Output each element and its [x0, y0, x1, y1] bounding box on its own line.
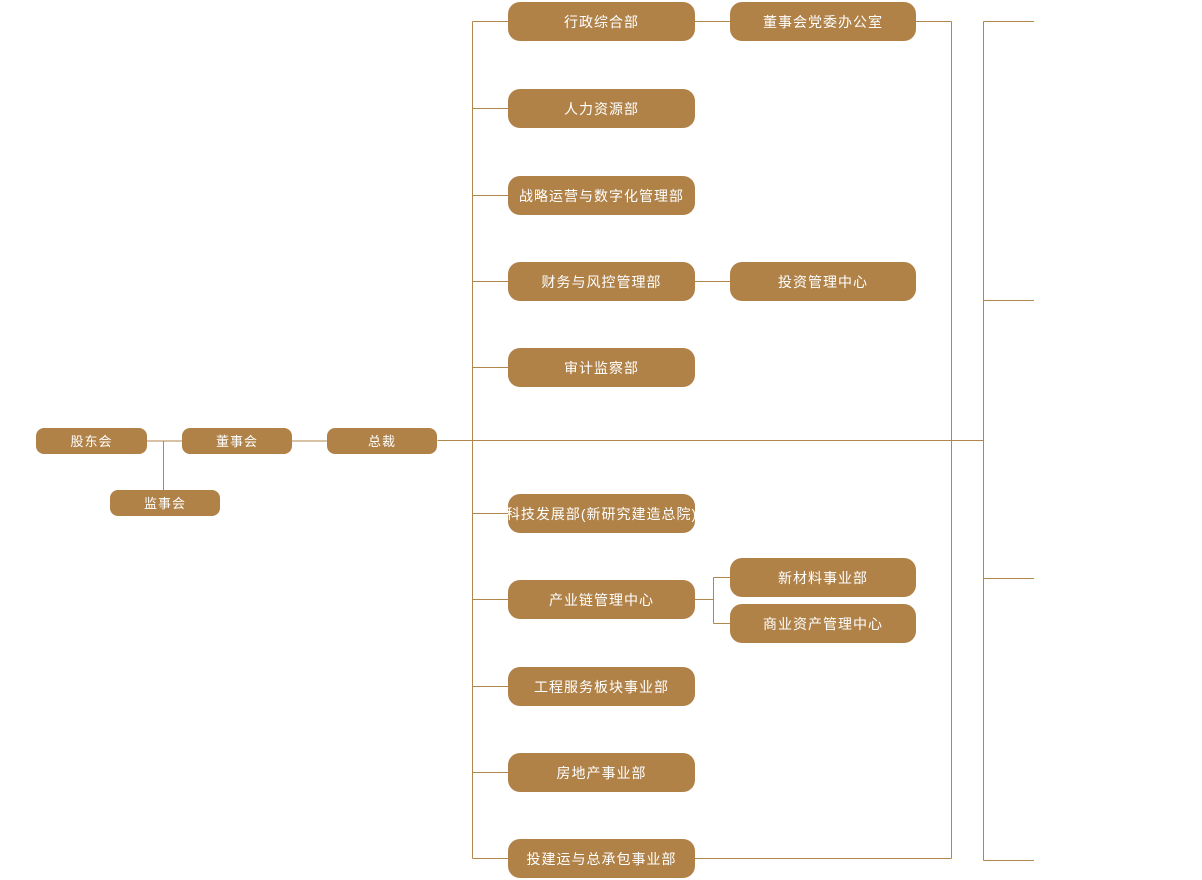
- org-node-investment-epc: 投建运与总承包事业部: [508, 839, 695, 878]
- org-node-party-office: 董事会党委办公室: [730, 2, 916, 41]
- org-node-industry-chain: 产业链管理中心: [508, 580, 695, 619]
- org-node-new-materials: 新材料事业部: [730, 558, 916, 597]
- org-node-investment-center: 投资管理中心: [730, 262, 916, 301]
- org-node-strategy-digital: 战略运营与数字化管理部: [508, 176, 695, 215]
- org-node-shareholders: 股东会: [36, 428, 147, 454]
- org-node-finance-risk: 财务与风控管理部: [508, 262, 695, 301]
- org-node-tech-development: 科技发展部(新研究建造总院): [506, 494, 696, 533]
- org-node-real-estate: 房地产事业部: [508, 753, 695, 792]
- edge-trunk-row-stubs: [472, 21, 508, 859]
- edge-industry-chain-split: [695, 577, 730, 624]
- org-node-admin: 行政综合部: [508, 2, 695, 41]
- org-node-audit: 审计监察部: [508, 348, 695, 387]
- org-node-commercial-assets: 商业资产管理中心: [730, 604, 916, 643]
- org-node-engineering-services: 工程服务板块事业部: [508, 667, 695, 706]
- org-node-president: 总裁: [327, 428, 437, 454]
- org-node-hr: 人力资源部: [508, 89, 695, 128]
- org-node-board: 董事会: [182, 428, 292, 454]
- org-node-supervisory: 监事会: [110, 490, 220, 516]
- edge-truncated-right-stubs: [983, 21, 1034, 861]
